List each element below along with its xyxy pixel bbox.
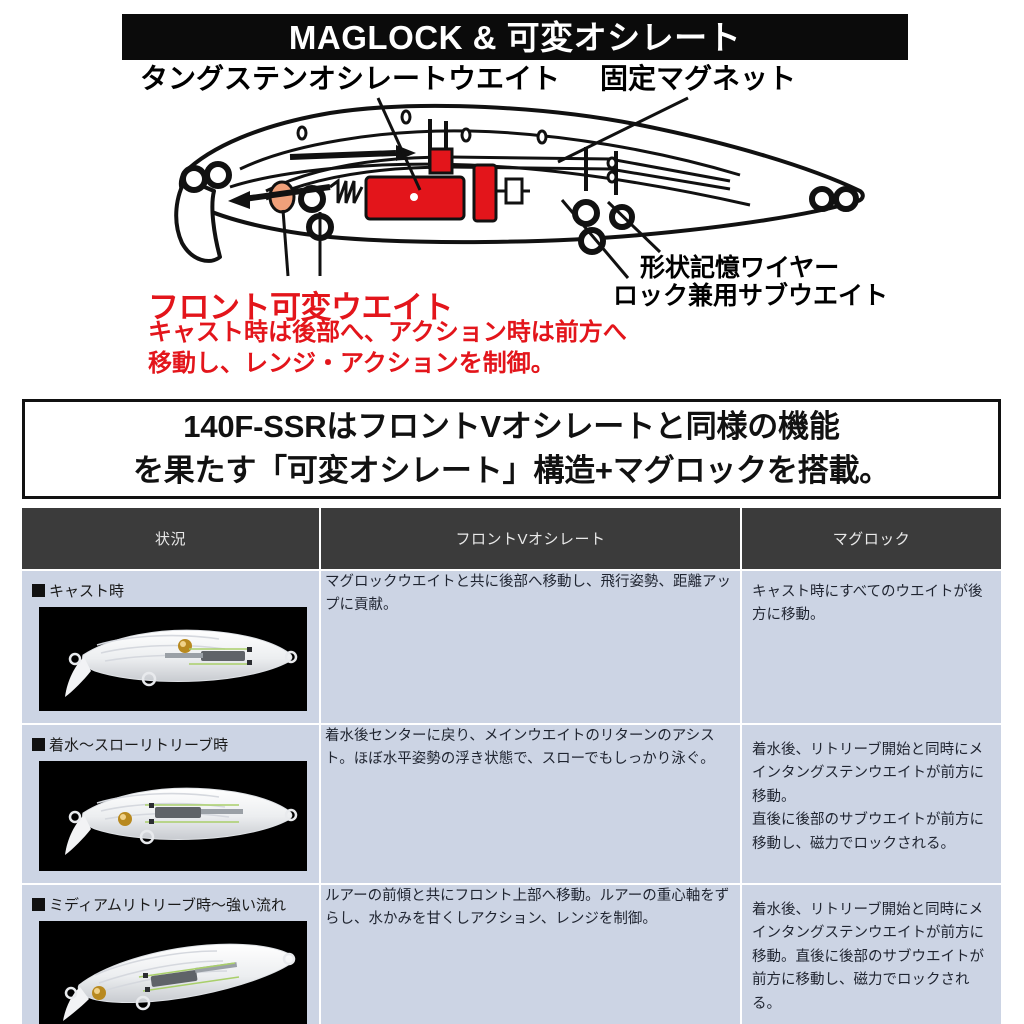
condition-label-2: 着水〜スローリトリーブ時	[32, 734, 307, 755]
bullet-square-icon	[32, 584, 45, 597]
lure-photo-2	[39, 761, 307, 871]
feature-banner: 140F-SSRはフロントVオシレートと同様の機能 を果たす「可変オシレート」構…	[22, 399, 1001, 499]
maglock-text-2: 着水後、リトリーブ開始と同時にメインタングステンウエイトが前方に移動。 直後に後…	[752, 742, 984, 852]
table-row: キャスト時	[22, 569, 1001, 724]
lure-cutaway-diagram	[174, 103, 865, 263]
cell-maglock-2: 着水後、リトリーブ開始と同時にメインタングステンウエイトが前方に移動。 直後に後…	[741, 723, 1001, 884]
cell-front-v-3: ルアーの前傾と共にフロント上部へ移動。ルアーの重心軸をずらし、水かみを甘くしアク…	[320, 883, 742, 1024]
cell-maglock-1: キャスト時にすべてのウエイトが後方に移動。	[741, 569, 1001, 724]
front-v-text-3: ルアーの前傾と共にフロント上部へ移動。ルアーの重心軸をずらし、水かみを甘くしアク…	[325, 888, 730, 928]
condition-text-3: ミディアムリトリーブ時〜強い流れ	[49, 897, 287, 914]
banner-line-1: 140F-SSRはフロントVオシレートと同様の機能	[183, 408, 840, 444]
column-header-situation: 状況	[22, 508, 321, 570]
leader-lines	[281, 96, 689, 279]
table-row: 着水〜スローリトリーブ時	[22, 723, 1001, 884]
label-tungsten-weight: タングステンオシレートウエイト	[140, 63, 561, 94]
callout-line-1: キャスト時は後部へ、アクション時は前方へ	[148, 319, 627, 346]
condition-text-2: 着水〜スローリトリーブ時	[49, 737, 229, 754]
cell-situation-2: 着水〜スローリトリーブ時	[22, 723, 321, 884]
lure-photo-3	[39, 921, 307, 1024]
callout-heading: フロント可変ウエイト	[148, 290, 454, 325]
maglock-text-1: キャスト時にすべてのウエイトが後方に移動。	[752, 584, 983, 624]
table-row: ミディアムリトリーブ時〜強い流れ	[22, 883, 1001, 1024]
cell-situation-1: キャスト時	[22, 569, 321, 724]
banner-line-2: を果たす「可変オシレート」構造+マグロックを搭載。	[132, 453, 891, 488]
label-lock-sub-weight: ロック兼用サブウエイト	[613, 282, 889, 310]
conditions-table: 状況 フロントVオシレート マグロック キャスト時	[22, 508, 1001, 1024]
bullet-square-icon	[32, 898, 45, 911]
condition-label-3: ミディアムリトリーブ時〜強い流れ	[32, 894, 307, 915]
cell-situation-3: ミディアムリトリーブ時〜強い流れ	[22, 883, 321, 1024]
condition-text-1: キャスト時	[49, 583, 125, 600]
front-v-text-2: 着水後センターに戻り、メインウエイトのリターンのアシスト。ほぼ水平姿勢の浮き状態…	[325, 728, 715, 768]
callout-body: キャスト時は後部へ、アクション時は前方へ 移動し、レンジ・アクションを制御。	[148, 318, 627, 379]
diagram-title-bar: MAGLOCK & 可変オシレート	[122, 14, 908, 60]
cell-maglock-3: 着水後、リトリーブ開始と同時にメインタングステンウエイトが前方に移動。直後に後部…	[741, 883, 1001, 1024]
column-header-maglock: マグロック	[741, 508, 1001, 570]
condition-label-1: キャスト時	[32, 580, 307, 601]
label-memory-wire: 形状記憶ワイヤー	[640, 254, 840, 282]
callout-line-2: 移動し、レンジ・アクションを制御。	[148, 349, 555, 377]
bullet-square-icon	[32, 738, 45, 751]
cell-front-v-2: 着水後センターに戻り、メインウエイトのリターンのアシスト。ほぼ水平姿勢の浮き状態…	[320, 723, 742, 884]
lure-photo-1	[39, 607, 307, 711]
table-header-row: 状況 フロントVオシレート マグロック	[22, 508, 1001, 570]
cell-front-v-1: マグロックウエイトと共に後部へ移動し、飛行姿勢、距離アップに貢献。	[320, 569, 742, 724]
maglock-text-3: 着水後、リトリーブ開始と同時にメインタングステンウエイトが前方に移動。直後に後部…	[752, 902, 984, 1012]
diagram-title: MAGLOCK & 可変オシレート	[288, 18, 742, 56]
diagram-section: MAGLOCK & 可変オシレート タングステンオシレートウエイト 固定マグネッ…	[0, 0, 1024, 392]
column-header-front-v-oscillate: フロントVオシレート	[320, 508, 742, 570]
front-v-text-1: マグロックウエイトと共に後部へ移動し、飛行姿勢、距離アップに貢献。	[325, 574, 731, 614]
label-fixed-magnet: 固定マグネット	[600, 63, 797, 94]
